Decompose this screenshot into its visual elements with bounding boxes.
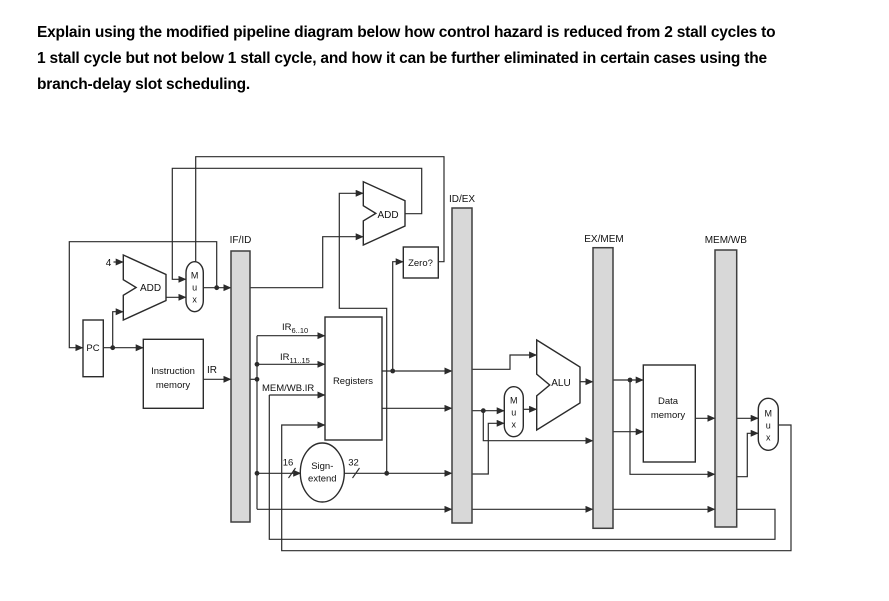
pc-source-mux-label: M [191,271,199,281]
bus-width-slash [288,467,296,479]
junction-dot [254,376,260,382]
registers-box-label: Registers [333,376,373,387]
sign-extend-oval-label: extend [308,474,337,485]
wire-read-data1-to-zero [392,258,404,371]
wire-branch-target-to-mux [171,167,423,283]
junction-dot [214,285,220,291]
ifid-register [230,250,251,523]
alu-label: ALU [551,378,570,389]
writeback-mux [757,397,779,451]
zero-test-box-label: Zero? [408,258,433,269]
alu-src-mux-label: x [512,420,517,430]
question-line-2: 1 stall cycle but not below 1 stall cycl… [37,50,767,67]
label-width-32: 32 [348,458,359,469]
junction-dot [390,368,396,374]
question-text: Explain using the modified pipeline diag… [37,20,862,98]
branch-target-adder [362,180,406,247]
question-line-1: Explain using the modified pipeline diag… [37,24,776,41]
writeback-mux-label: u [766,420,771,430]
ifid-register-label: IF/ID [230,235,252,246]
wire-npc-to-branch-adder [250,233,364,289]
zero-test-box [402,246,439,279]
junction-dot [254,361,260,367]
junction-dot [384,470,390,476]
alu-src-mux [503,386,524,438]
wire-idex-imm-to-mux [472,419,505,475]
junction-dot [254,470,260,476]
writeback-mux-label: x [766,432,771,442]
pc-source-mux [185,261,204,313]
instruction-memory-box-label: Instruction [151,366,195,377]
wire-imm-to-branch-adder [338,189,388,474]
wire-memwb-ir-return [268,395,776,540]
instruction-memory-box-label: memory [156,380,191,391]
pc-box-label: PC [86,343,99,354]
alu-src-mux-label: u [511,408,516,418]
branch-target-adder-label: ADD [377,210,398,221]
memwb-register [714,249,738,528]
bus-width-slash [352,467,360,479]
sign-extend-oval-label: Sign- [311,461,333,472]
memwb-register-label: MEM/WB [705,235,748,246]
wire-next-pc-feedback [68,241,218,352]
wire-pc-to-add-pc4 [112,308,124,348]
data-memory-box-label: Data [658,396,679,407]
data-memory-box-label: memory [651,410,686,421]
wire-writeback-to-registers [281,421,792,552]
alu-src-mux-label: M [510,396,518,406]
wire-zero-to-mux-select [195,156,445,263]
wire-b-to-exmem [482,410,594,445]
writeback-mux-label: M [765,408,773,418]
idex-register [451,207,473,524]
exmem-register-label: EX/MEM [584,234,623,245]
question-line-3: branch-delay slot scheduling. [37,76,250,93]
sign-extend-oval [299,442,345,503]
wire-addr-bypass-to-memwb [629,380,716,478]
junction-dot [110,345,116,351]
junction-dot [627,377,633,383]
label-ir: IR [207,365,217,376]
pc-source-mux-label: x [192,295,197,305]
exmem-register [592,246,614,530]
label-width-16: 16 [283,458,294,469]
wire-memwb-alu-to-mux [736,429,759,478]
pc-box [82,319,104,378]
pc-increment-adder-label: ADD [140,283,161,294]
junction-dot [480,408,486,414]
label-memwb-ir: MEM/WB.IR [262,383,314,394]
idex-register-label: ID/EX [449,194,475,205]
alu [536,338,581,432]
wire-idex-a-to-alu [472,351,538,370]
label-ir-6-10: IR6..10 [282,322,308,335]
instruction-memory-box [142,338,205,409]
pc-source-mux-label: u [192,283,197,293]
label-ir-11-15: IR11..15 [280,352,310,365]
label-const-4: 4 [106,258,112,269]
registers-box [324,316,383,441]
data-memory-box [642,364,696,463]
pc-increment-adder [122,253,167,322]
